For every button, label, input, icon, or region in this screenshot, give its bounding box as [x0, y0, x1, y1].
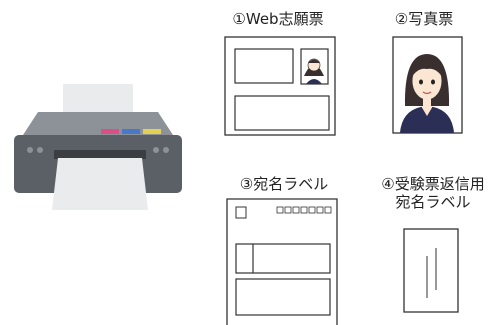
printer-light-right-1 [153, 147, 159, 153]
ink-magenta [101, 129, 119, 134]
caption-photo-card: ②写真票 [394, 10, 454, 28]
caption-web-application-form: ①Web志願票 [232, 10, 324, 28]
printer-output-slot [54, 150, 146, 159]
photo-card-icon [392, 36, 463, 134]
printer-output-paper [52, 158, 148, 210]
return-envelope-label-icon [403, 228, 459, 313]
printer-icon [14, 84, 182, 210]
web-application-form-icon [224, 36, 336, 136]
printer-light-left-1 [27, 147, 33, 153]
printer-light-left-2 [37, 147, 43, 153]
caption-return-label-line2: 宛名ラベル [395, 193, 471, 211]
caption-address-label: ③宛名ラベル [239, 175, 329, 193]
address-label-icon [226, 198, 338, 325]
printer-top-paper [63, 84, 133, 114]
ink-yellow [143, 129, 161, 134]
printer-light-right-2 [163, 147, 169, 153]
ink-blue [122, 129, 140, 134]
caption-return-label-line1: ④受験票返信用 [381, 175, 485, 193]
